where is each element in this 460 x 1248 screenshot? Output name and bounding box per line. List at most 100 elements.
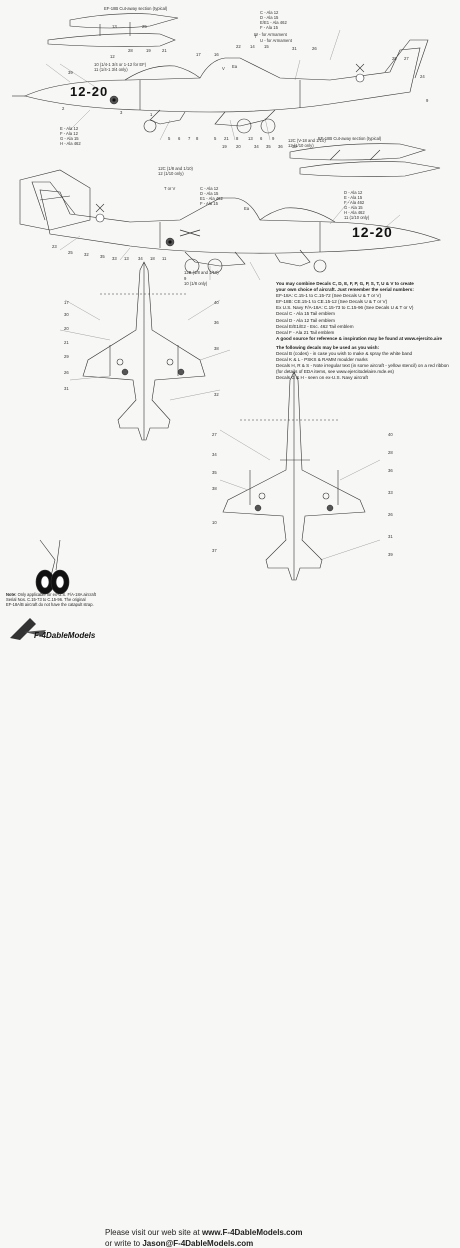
callout: W - for Armament (254, 32, 287, 37)
callout: 26 (312, 46, 317, 51)
note-decal: Decal D - Ala 12 Tail emblem (276, 317, 335, 323)
callout: 5 (168, 136, 171, 141)
note-use: Decals G & H - seen on ex-U.S. Navy airc… (276, 375, 368, 381)
footnote-line: EF-18A/B aircraft do not have the catapu… (6, 602, 94, 607)
callout: F - Ala 15 (200, 201, 218, 206)
callout: 31 (292, 46, 297, 51)
callout: 10 (212, 520, 217, 525)
email-prefix: or write to (105, 1239, 143, 1248)
callout: C - Ala 12 (260, 10, 279, 15)
callout: C - Ala 12 (200, 186, 219, 191)
callout: Ea (232, 64, 238, 69)
callout: U - for Armament (260, 38, 292, 43)
callout: 12 (110, 54, 115, 59)
callout: 14 (250, 44, 255, 49)
callout: 11 (162, 256, 167, 261)
callout: E - Ala 15 (344, 195, 363, 200)
callout: 24 (420, 74, 425, 79)
callout: 22 (236, 44, 241, 49)
callout: 19 (146, 48, 151, 53)
callout: 34 (138, 256, 143, 261)
callout: 36 (214, 320, 219, 325)
callout: F - Ala 15 (260, 25, 278, 30)
cutaway-label-right: EF-18B Cut-away section (typical) (318, 136, 382, 141)
contact-line-1: Please visit our web site at www.F-4Dabl… (105, 1228, 303, 1237)
callout: G - Ala 15 (60, 136, 79, 141)
note-decal: Decal F - Ala 21 Tail emblem (276, 329, 335, 335)
note-decal: Decal C - Ala 15 Tail emblem (276, 311, 335, 317)
callout: 27 (212, 432, 217, 437)
callout: 40 (388, 432, 393, 437)
callout: 11 (1/4-1 3/4 only) (94, 67, 128, 72)
callout: D - Ala 15 (200, 191, 219, 196)
callout: F - Ala 12 (60, 131, 78, 136)
callout: 5 (214, 136, 217, 141)
callout: 18 (150, 256, 155, 261)
aircraft-top-view (82, 261, 206, 441)
callout: 23 (52, 244, 57, 249)
callout: 12 (1/10 only) (158, 171, 184, 176)
email-link[interactable]: Jason@F-4DableModels.com (142, 1239, 254, 1248)
cutaway-section-right (289, 143, 441, 177)
callout: 21 (224, 136, 229, 141)
tail-fin-view (19, 169, 91, 231)
callout: 17 (196, 52, 201, 57)
callout: H - Ala 462 (344, 210, 365, 215)
callout: 34 (254, 144, 259, 149)
callout: 21 (162, 48, 167, 53)
callout: 9 (184, 276, 187, 281)
note-combine-1: You may combine Decals C, D, E, F, P, G,… (276, 281, 414, 286)
callout: 13 (248, 136, 253, 141)
callout: 30 (64, 312, 69, 317)
callout: 11 (1/10 only) (344, 215, 370, 220)
note-use: Decals H, R & S - Note irregular text (i… (276, 363, 449, 369)
callout: 9 (426, 98, 429, 103)
note-serial: EF-18B: CE.15-1 to CE.15-12 (See Decals … (276, 299, 388, 305)
callout: G - Ala 15 (344, 205, 363, 210)
callout: 10 (1/4-1 3/4 or 1-12 for EF) (94, 62, 147, 67)
gear-footnote: Note: Only applicable for ex-U.S. F/A-18… (6, 592, 126, 607)
callout: 40 (214, 300, 219, 305)
note-use: Decal B (codes) - in case you wish to ma… (276, 351, 413, 357)
callout: 31 (64, 386, 69, 391)
callout: 16 (214, 52, 219, 57)
callout: 7 (188, 136, 191, 141)
callout: 28 (388, 450, 393, 455)
note-reference: A good source for reference & inspiratio… (276, 335, 443, 341)
callout: Ea (244, 206, 250, 211)
callout: V (222, 66, 225, 71)
callout: 33 (112, 256, 117, 261)
cutaway-label-top: EF-18B Cut-away section (typical) (104, 6, 168, 11)
decal-notes: You may combine Decals C, D, E, F, P, G,… (276, 281, 456, 382)
callout: 39 (388, 552, 393, 557)
callout: 38 (214, 346, 219, 351)
callout: 15 (264, 44, 269, 49)
callout: E - Ala 12 (60, 126, 79, 131)
aircraft-side-view-top (12, 39, 429, 134)
callout: 29 (392, 56, 397, 61)
callout: 26 (64, 370, 69, 375)
callout: E/E1 - Ala 462 (260, 20, 287, 25)
callout: H - Ala 462 (60, 141, 81, 146)
callout: 8 (196, 136, 199, 141)
callout: 34 (212, 452, 217, 457)
contact-line-2: or write to Jason@F-4DableModels.com (105, 1239, 253, 1248)
callout: 12C (1/8 and 1/10) (158, 166, 193, 171)
callout: 9 (272, 136, 275, 141)
callout: 35 (266, 144, 271, 149)
callout: 25 (142, 24, 147, 29)
callout: 35 (100, 254, 105, 259)
callout: 10 (1/8 only) (184, 281, 208, 286)
callout: D - Ala 15 (260, 15, 279, 20)
callout: 12C (V-18 and 1/10) (288, 138, 326, 143)
aircraft-side-view-middle (31, 181, 442, 274)
nose-gear-drawing (35, 539, 70, 595)
callout: 31 (388, 534, 393, 539)
callout: 1 (150, 112, 153, 117)
callout: 12 (1/10 only) (288, 143, 314, 148)
website-link[interactable]: www.F-4DableModels.com (201, 1228, 303, 1237)
leader-lines (45, 29, 401, 561)
website-prefix: Please visit our web site at (105, 1228, 202, 1237)
callout: 17 (64, 300, 69, 305)
callout: D - Ala 12 (344, 190, 363, 195)
